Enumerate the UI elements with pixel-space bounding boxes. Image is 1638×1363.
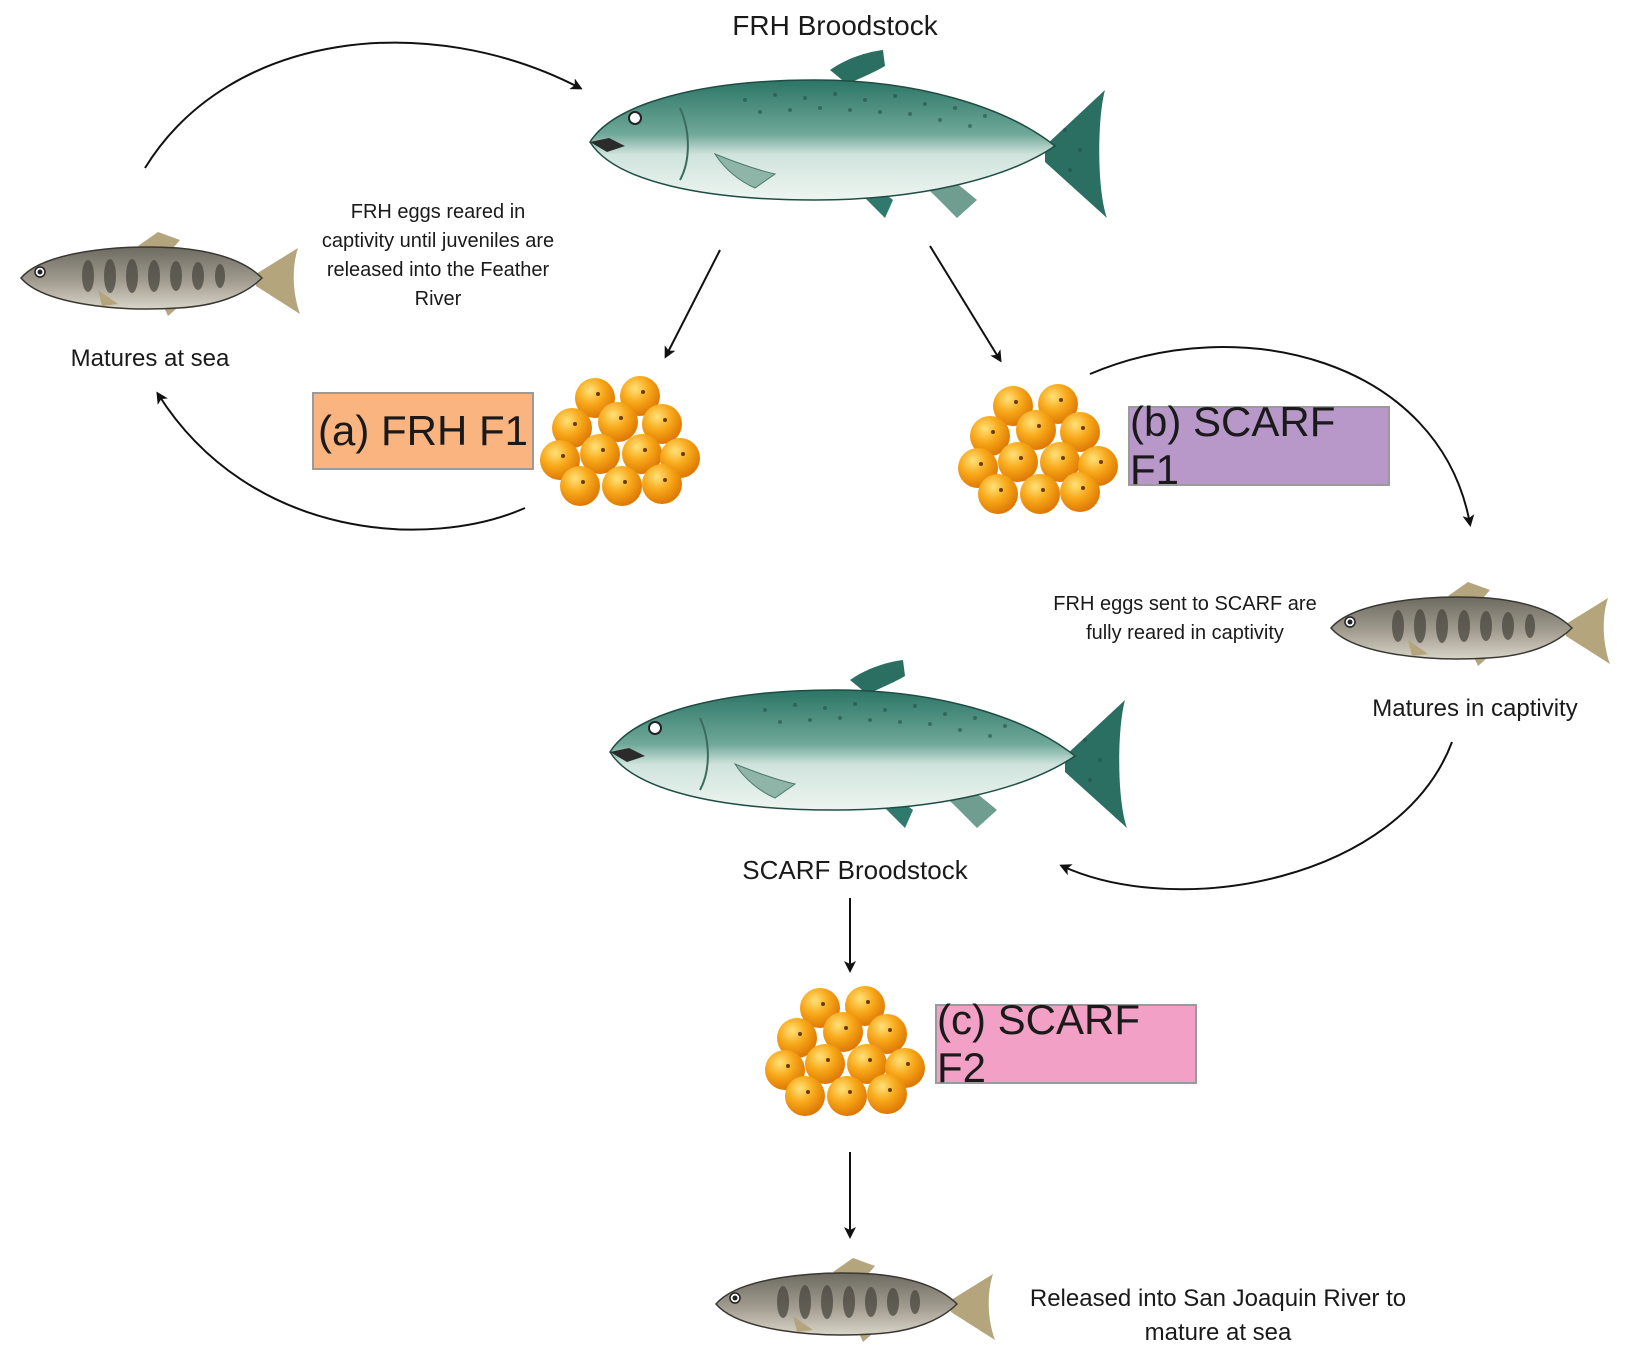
juvenile-salmon-sea-icon	[21, 232, 300, 316]
juvenile-salmon-released-icon	[716, 1258, 995, 1342]
frh-f1-egg-cluster-icon	[540, 376, 700, 506]
matures-at-sea-label: Matures at sea	[40, 344, 260, 374]
scarf-f1-box: (b) SCARF F1	[1128, 406, 1390, 486]
frh-eggs-reared-note: FRH eggs reared in captivity until juven…	[318, 198, 558, 314]
arrow-sea-to-broodstock-icon	[145, 43, 580, 168]
arrow-broodstock-to-frh-f1-icon	[666, 250, 720, 356]
frh-f1-box: (a) FRH F1	[312, 392, 534, 470]
scarf-f2-egg-cluster-icon	[765, 986, 925, 1116]
scarf-broodstock-salmon-icon	[610, 660, 1127, 828]
scarf-f1-egg-cluster-icon	[958, 384, 1118, 514]
released-note: Released into San Joaquin River to matur…	[1028, 1282, 1408, 1350]
scarf-f2-box: (c) SCARF F2	[935, 1004, 1197, 1084]
matures-in-captivity-label: Matures in captivity	[1340, 694, 1610, 724]
frh-eggs-sent-note: FRH eggs sent to SCARF are fully reared …	[1040, 590, 1330, 648]
scarf-broodstock-label: SCARF Broodstock	[720, 854, 990, 887]
frh-broodstock-label: FRH Broodstock	[710, 8, 960, 43]
juvenile-salmon-captivity-icon	[1331, 582, 1610, 666]
frh-broodstock-salmon-icon	[590, 50, 1107, 218]
arrow-broodstock-to-scarf-f1-icon	[930, 246, 1000, 360]
